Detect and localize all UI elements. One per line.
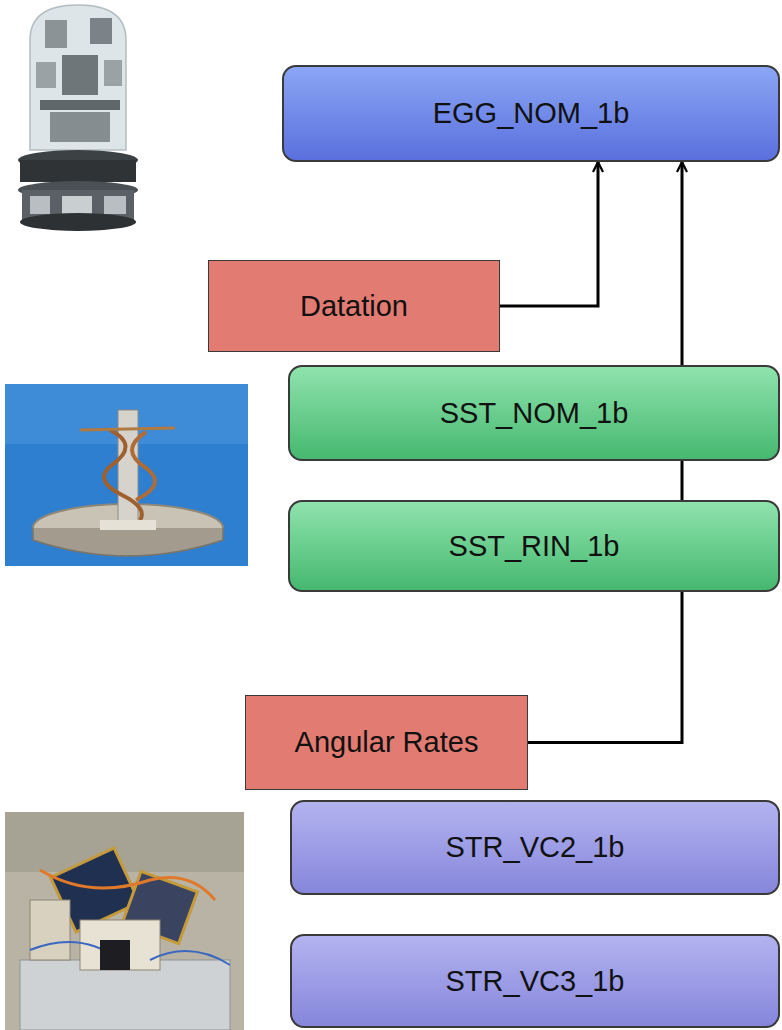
product-box: SST_RIN_1b xyxy=(288,500,780,592)
product-box: STR_VC3_1b xyxy=(290,934,780,1028)
star-tracker-picture xyxy=(5,812,244,1030)
data-label-box: Datation xyxy=(208,260,500,352)
box-label: STR_VC2_1b xyxy=(446,831,625,864)
gradiometer-picture xyxy=(15,0,142,236)
box-label: STR_VC3_1b xyxy=(446,965,625,998)
box-label: SST_RIN_1b xyxy=(449,530,620,563)
box-label: Angular Rates xyxy=(295,726,479,759)
box-label: Datation xyxy=(300,290,408,323)
box-label: EGG_NOM_1b xyxy=(433,97,630,130)
data-label-box: Angular Rates xyxy=(245,695,528,790)
product-box: STR_VC2_1b xyxy=(290,800,780,895)
product-box: SST_NOM_1b xyxy=(288,365,780,461)
box-label: SST_NOM_1b xyxy=(440,397,629,430)
product-box: EGG_NOM_1b xyxy=(282,65,780,162)
arrow-connector xyxy=(500,162,598,306)
gps-antenna-picture xyxy=(5,384,248,566)
